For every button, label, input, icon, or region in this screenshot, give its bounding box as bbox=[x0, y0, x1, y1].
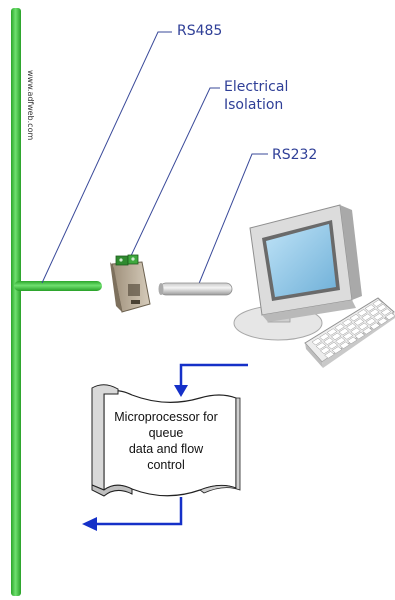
keyboard-key bbox=[327, 341, 339, 350]
keyboard-key bbox=[323, 337, 334, 345]
processor-text: Microprocessor for queue data and flow c… bbox=[102, 409, 230, 473]
processor-line4: control bbox=[147, 458, 185, 472]
processor-block bbox=[91, 384, 241, 497]
keyboard-key bbox=[339, 341, 350, 349]
keyboard-key bbox=[369, 322, 381, 330]
keyboard-key bbox=[361, 313, 372, 321]
keyboard-key bbox=[338, 327, 350, 336]
din-rail-module-icon bbox=[110, 254, 151, 313]
keyboard-icon bbox=[304, 297, 395, 368]
keyboard-key bbox=[357, 322, 369, 331]
keyboard-key bbox=[377, 317, 388, 325]
keyboard-key bbox=[368, 308, 380, 317]
processor-line3: data and flow bbox=[128, 442, 204, 456]
keyboard-key bbox=[319, 346, 331, 355]
keyboard-key bbox=[373, 313, 384, 321]
keyboard-key bbox=[341, 318, 353, 327]
keyboard-key bbox=[357, 309, 368, 317]
keyboard-key bbox=[331, 346, 343, 354]
keyboard-key bbox=[365, 317, 377, 326]
processor-line2: queue bbox=[148, 426, 184, 440]
keyboard-key bbox=[380, 308, 392, 316]
keyboard-key bbox=[346, 336, 358, 345]
pc-to-processor-arrow bbox=[174, 363, 248, 397]
electrical-isolation-label: Electrical Isolation bbox=[224, 78, 288, 114]
rs485-label: RS485 bbox=[177, 23, 223, 39]
rs485-bus-line bbox=[11, 8, 21, 596]
keyboard-key bbox=[342, 332, 354, 340]
rs232-label: RS232 bbox=[272, 147, 318, 163]
keyboard-key bbox=[335, 337, 346, 345]
keyboard-key bbox=[326, 328, 338, 336]
crt-monitor-icon bbox=[233, 204, 362, 341]
isolation-label-line1: Electrical bbox=[224, 79, 289, 95]
keyboard-key bbox=[362, 327, 373, 335]
isolation-leader-line bbox=[129, 87, 220, 259]
keyboard-key bbox=[315, 342, 327, 350]
keyboard-key bbox=[324, 351, 335, 359]
keyboard-key bbox=[372, 299, 383, 307]
isolation-label-line2: Isolation bbox=[224, 97, 284, 113]
keyboard-key bbox=[319, 333, 330, 341]
rs485-bus-stub bbox=[14, 281, 102, 291]
keyboard-key bbox=[353, 318, 365, 326]
keyboard-key bbox=[334, 323, 345, 331]
serial-cable-icon bbox=[158, 282, 233, 296]
keyboard-key bbox=[350, 327, 361, 335]
rs485-leader-line bbox=[41, 31, 172, 284]
keyboard-key bbox=[364, 304, 376, 312]
keyboard-key bbox=[311, 337, 323, 346]
rs232-leader-line bbox=[197, 153, 268, 287]
watermark-text: www.adfweb.com bbox=[26, 70, 35, 141]
keyboard-key bbox=[384, 312, 395, 321]
keyboard-key bbox=[376, 303, 388, 312]
keyboard-key bbox=[354, 331, 366, 340]
keyboard-key bbox=[346, 323, 357, 331]
keyboard-key bbox=[330, 332, 342, 341]
keyboard-key bbox=[349, 313, 361, 322]
processor-line1: Microprocessor for bbox=[114, 410, 218, 424]
processor-to-bus-arrow bbox=[82, 497, 183, 531]
